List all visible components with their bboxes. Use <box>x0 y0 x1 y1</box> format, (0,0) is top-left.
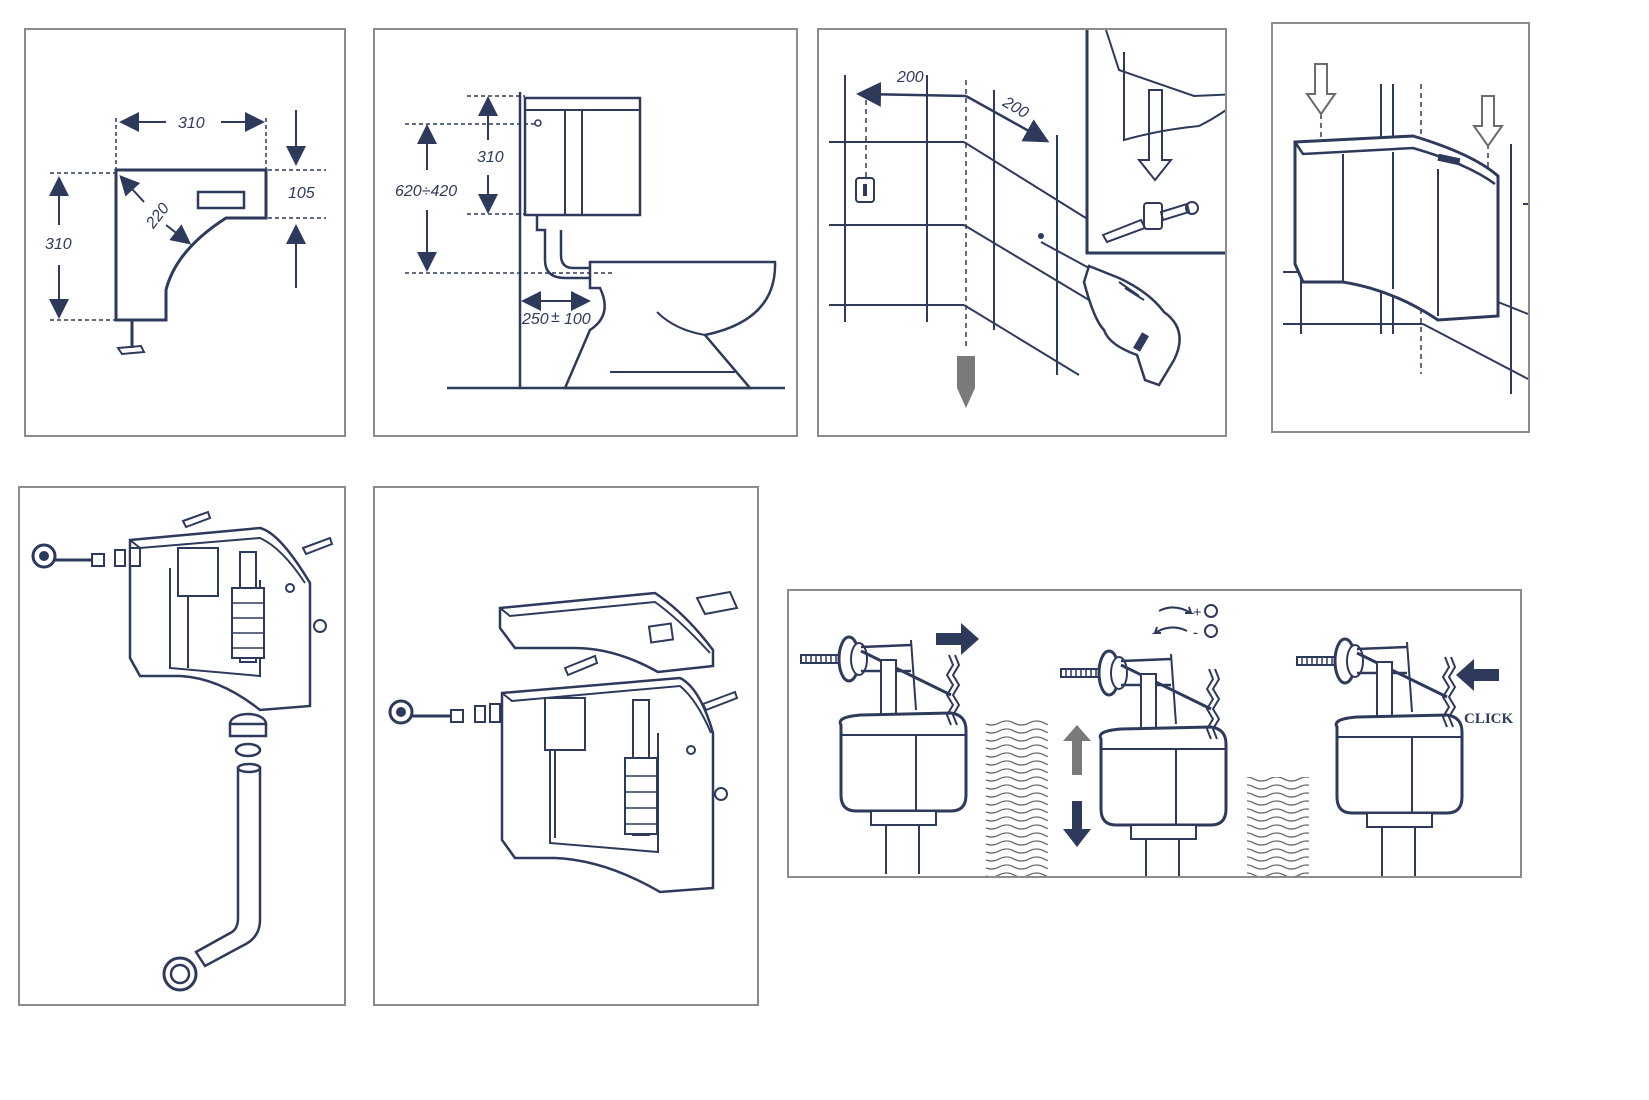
cistern-cutaway <box>128 526 327 712</box>
left-arrow-icon <box>1456 659 1499 691</box>
up-arrow-icon <box>1063 725 1091 775</box>
down-arrow-icon <box>1472 95 1504 148</box>
wall-plug-detail <box>1085 30 1225 255</box>
fill-valve-drawing: + - CLICK <box>799 604 1514 876</box>
exploded-pipe-drawing <box>31 510 334 992</box>
width-label: 310 <box>178 115 205 132</box>
screw-icon <box>181 510 212 529</box>
height-range-label: 620÷420 <box>395 183 457 200</box>
mounting-drawing <box>1283 63 1528 394</box>
drill-icon <box>1038 233 1181 387</box>
insert-arrow-icon <box>1136 89 1174 182</box>
panel-cistern-dimensions: 310 310 220 105 <box>24 28 346 437</box>
flush-button <box>695 590 739 616</box>
fill-valve-1 <box>799 635 968 876</box>
screw-icon <box>301 536 334 556</box>
panel-drilling: 200 200 <box>817 28 1227 437</box>
offset-tolerance: 100 <box>564 311 591 328</box>
toilet-side-drawing: 310 620÷420 250 ± 100 <box>395 92 785 390</box>
minus-sign: - <box>1193 625 1198 641</box>
inlet-valve <box>388 699 501 725</box>
cistern-outline <box>114 168 268 322</box>
down-arrow-icon <box>1063 801 1091 847</box>
fill-valve-3 <box>1295 637 1464 876</box>
offset-label: 250 <box>521 311 549 328</box>
tile-grid-left <box>829 75 964 322</box>
valve-icon <box>116 344 146 356</box>
plus-sign: + <box>1193 605 1202 621</box>
toilet-bowl <box>563 260 777 390</box>
left-dimension-label: 200 <box>896 69 924 86</box>
offset-pm: ± <box>551 309 560 326</box>
height-label: 310 <box>45 236 72 253</box>
inlet-valve <box>31 543 141 569</box>
rotate-ccw-icon <box>1151 626 1188 634</box>
drilling-drawing: 200 200 <box>829 30 1225 408</box>
water-level <box>986 719 1048 876</box>
cistern-body <box>1293 134 1500 322</box>
panel-cistern-mounting <box>1271 22 1530 433</box>
right-arrow-icon <box>936 623 979 655</box>
screw-icon <box>563 654 599 677</box>
wall-plug-icon <box>1101 218 1147 244</box>
down-arrow-icon <box>957 356 975 408</box>
screw-icon <box>701 690 739 712</box>
depth-label: 105 <box>288 185 315 202</box>
water-level <box>1247 777 1309 876</box>
bracket-marker-icon <box>855 177 875 203</box>
rotate-cw-icon <box>1158 606 1195 614</box>
cistern-cutaway <box>500 676 728 894</box>
cistern-plan-drawing: 310 310 220 105 <box>45 110 326 356</box>
tile-grid-right <box>963 90 1090 376</box>
panel-fill-valve-adjustment: + - CLICK <box>787 589 1522 878</box>
exploded-lid-drawing <box>388 590 739 894</box>
down-arrow-icon <box>1305 63 1337 116</box>
panel-toilet-side-view: 310 620÷420 250 ± 100 <box>373 28 798 437</box>
panel-exploded-pipe <box>18 486 346 1006</box>
cistern-lid <box>498 591 715 674</box>
click-label: CLICK <box>1464 711 1514 727</box>
flush-pipe <box>194 766 262 968</box>
fill-valve-2 <box>1059 649 1228 876</box>
flush-button <box>196 190 246 210</box>
panel-exploded-lid <box>373 486 759 1006</box>
screw-icon <box>1159 202 1191 222</box>
tank-height-label: 310 <box>477 149 504 166</box>
